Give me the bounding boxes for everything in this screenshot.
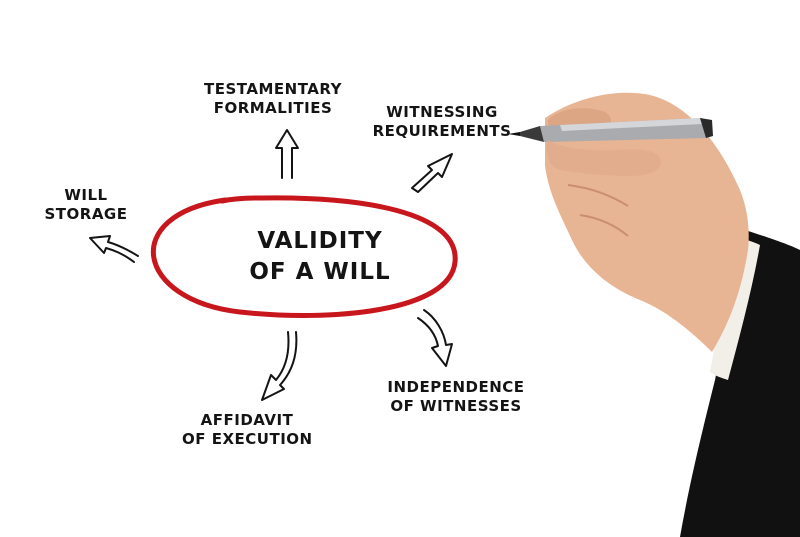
shirt-cuff bbox=[710, 235, 760, 380]
label-line: WITNESSING bbox=[386, 103, 498, 121]
arrow-independence bbox=[417, 309, 453, 367]
label-testamentary-formalities: TESTAMENTARY FORMALITIES bbox=[198, 80, 348, 118]
hand-illustration bbox=[508, 92, 800, 537]
label-line: OF EXECUTION bbox=[182, 429, 313, 448]
label-independence-of-witnesses: INDEPENDENCE OF WITNESSES bbox=[386, 378, 526, 416]
label-witnessing-requirements: WITNESSING REQUIREMENTS bbox=[372, 103, 512, 141]
arrow-storage bbox=[89, 235, 139, 263]
center-ellipse bbox=[150, 195, 458, 318]
label-line: TESTAMENTARY bbox=[204, 80, 342, 98]
hand-fingers bbox=[546, 140, 661, 176]
label-line: AFFIDAVIT bbox=[200, 411, 294, 429]
label-line: REQUIREMENTS bbox=[372, 121, 512, 140]
label-line: STORAGE bbox=[44, 204, 128, 223]
label-will-storage: WILL STORAGE bbox=[40, 186, 132, 224]
label-line: FORMALITIES bbox=[213, 98, 333, 117]
center-label-line2: OF A WILL bbox=[249, 259, 391, 286]
arrow-affidavit bbox=[261, 331, 298, 401]
center-label-line1: VALIDITY bbox=[257, 228, 383, 254]
label-affidavit-of-execution: AFFIDAVIT OF EXECUTION bbox=[182, 411, 312, 449]
jacket-sleeve bbox=[680, 230, 800, 537]
arrow-testamentary bbox=[275, 129, 299, 179]
label-line: OF WITNESSES bbox=[390, 396, 522, 415]
arrow-witnessing bbox=[411, 153, 453, 193]
label-line: INDEPENDENCE bbox=[387, 378, 525, 396]
label-line: WILL bbox=[64, 186, 108, 204]
center-label: VALIDITY OF A WILL bbox=[205, 226, 435, 288]
marker-pen bbox=[508, 118, 713, 142]
